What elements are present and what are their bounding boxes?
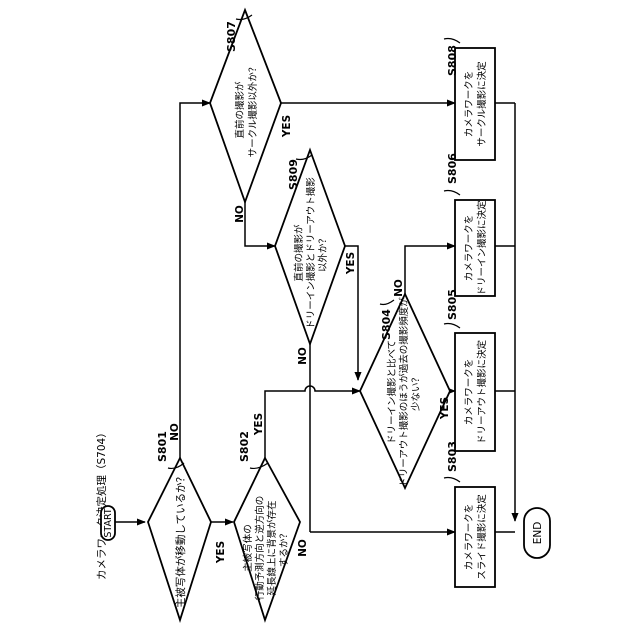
decision-s807: 直前の撮影が サークル撮影以外か？ xyxy=(210,10,281,202)
diagram-title-group: カメラワーク決定処理（S704） xyxy=(95,427,108,580)
process-s808-text-2: サークル撮影に決定 xyxy=(476,61,488,147)
decision-s802: 主被写体の 行動予測方向と逆方向の 延長線上に背景が存在 するか？ xyxy=(234,458,300,620)
decision-s807-text-2: サークル撮影以外か？ xyxy=(247,63,259,158)
leader-s803 xyxy=(444,478,460,483)
process-s808: カメラワークを サークル撮影に決定 xyxy=(455,48,495,160)
leader-s806 xyxy=(444,191,460,196)
decision-s809-text-2: ドリーイン撮影とドリーアウト撮影 xyxy=(305,177,317,329)
process-s805-text-1: カメラワークを xyxy=(464,359,475,426)
process-s808-text-1: カメラワークを xyxy=(464,71,475,138)
process-s803-shape xyxy=(455,487,495,587)
arrow-s801-no-to-s807 xyxy=(180,103,210,458)
s801-no-label: NO xyxy=(169,423,181,441)
process-s806-shape xyxy=(455,200,495,296)
decision-s807-text-1: 直前の撮影が xyxy=(234,81,246,139)
decision-s809-text-1: 直前の撮影が xyxy=(293,224,305,282)
start-label: START xyxy=(103,508,114,538)
process-s806: カメラワークを ドリーイン撮影に決定 xyxy=(455,200,495,296)
step-s805: S805 xyxy=(446,289,459,320)
process-s806-text-1: カメラワークを xyxy=(464,215,475,282)
leader-s808 xyxy=(444,39,460,44)
process-s805: カメラワークを ドリーアウト撮影に決定 xyxy=(455,333,495,451)
decision-s804-text-3: 少ない？ xyxy=(411,373,422,411)
s807-no-label: NO xyxy=(234,205,246,223)
s804-yes-label: YES xyxy=(439,397,451,420)
decision-s802-text-3: 延長線上に背景が存在 xyxy=(266,500,278,595)
process-s805-shape xyxy=(455,333,495,451)
arrow-s807-no-to-s809 xyxy=(245,202,275,246)
s809-no-label: NO xyxy=(297,347,309,365)
process-s805-text-2: ドリーアウト撮影に決定 xyxy=(476,339,488,444)
decision-s809: 直前の撮影が ドリーイン撮影とドリーアウト撮影 以外か？ xyxy=(275,150,345,344)
arrow-s802-yes-to-s804 xyxy=(265,386,360,458)
decision-s804-text-2: ドリーアウト撮影のほうが過去の撮影頻度が xyxy=(398,297,410,487)
leader-s805 xyxy=(444,324,460,329)
process-s803: カメラワークを スライド撮影に決定 xyxy=(455,487,495,587)
s804-no-label: NO xyxy=(393,279,405,297)
s802-no-label: NO xyxy=(297,539,309,557)
s802-yes-label: YES xyxy=(253,413,265,436)
decision-s802-text-2: 行動予測方向と逆方向の xyxy=(254,496,266,601)
process-s808-shape xyxy=(455,48,495,160)
diagram-title: カメラワーク決定処理（S704） xyxy=(95,427,108,580)
decision-s809-text-3: 以外か？ xyxy=(317,234,329,272)
process-s803-text-2: スライド撮影に決定 xyxy=(476,494,488,580)
step-s803: S803 xyxy=(446,441,459,472)
decision-s804: ドリーイン撮影と比べて ドリーアウト撮影のほうが過去の撮影頻度が 少ない？ xyxy=(360,294,450,488)
s807-yes-label: YES xyxy=(281,115,293,138)
process-s803-text-1: カメラワークを xyxy=(464,504,475,571)
s801-yes-label: YES xyxy=(215,541,227,564)
step-s801: S801 xyxy=(156,431,169,462)
step-s806: S806 xyxy=(446,153,459,184)
decision-s802-text-1: 主被写体の xyxy=(242,524,254,572)
decision-s801-text-1: 主被写体が移動しているか？ xyxy=(174,472,187,608)
step-s808: S808 xyxy=(446,45,459,76)
decision-s804-text-1: ドリーイン撮影と比べて xyxy=(386,340,398,444)
leader-s804 xyxy=(380,300,394,305)
end-terminal: END xyxy=(524,508,550,558)
process-s806-text-2: ドリーイン撮影に決定 xyxy=(476,200,488,296)
step-s809: S809 xyxy=(287,159,300,190)
step-s802: S802 xyxy=(238,431,251,462)
decision-s802-text-4: するか？ xyxy=(279,529,290,567)
decision-s801: 主被写体が移動しているか？ xyxy=(148,458,211,620)
s809-yes-label: YES xyxy=(345,252,357,275)
end-label: END xyxy=(532,522,544,545)
step-s804: S804 xyxy=(380,309,393,340)
step-s807: S807 xyxy=(225,21,238,52)
start-terminal: START xyxy=(101,506,115,540)
